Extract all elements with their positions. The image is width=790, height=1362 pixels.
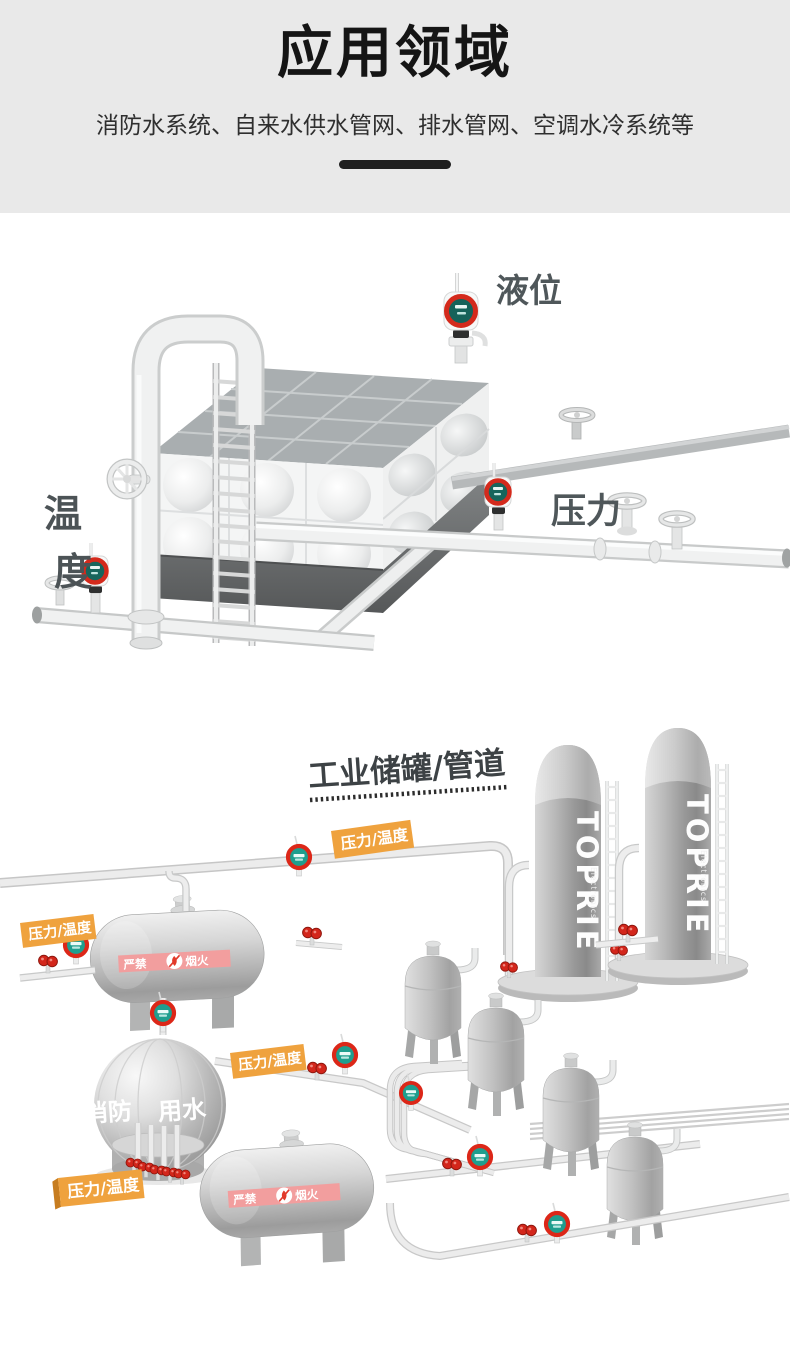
label-level: 液位 (496, 271, 562, 310)
fire-water-sphere: 消防 用水 (83, 1038, 226, 1185)
pipe-valve (658, 510, 696, 550)
scene2-title: 工业储罐/管道 (307, 745, 506, 795)
application-header: 应用领域 消防水系统、自来水供水管网、排水管网、空调水冷系统等 (0, 0, 790, 213)
pressure-sensor (484, 463, 512, 531)
rear-pipe (451, 407, 790, 490)
water-tank-scene: 液位 压力 温 度 (32, 271, 790, 651)
tag-pressure-temp-3: 压力/温度 (230, 1043, 307, 1079)
sensor-dial-icon (484, 478, 512, 506)
title-divider (339, 160, 451, 169)
temperature-sensor (81, 543, 109, 614)
sensor-dial-icon (81, 557, 109, 585)
main-outlet-pipe (255, 492, 790, 569)
low-pipe-2 (386, 1193, 790, 1261)
feed-pipe (0, 840, 513, 955)
tank-concrete-base (151, 475, 489, 613)
sensor-dial-icon (444, 294, 478, 328)
sphere-drain-pipes (134, 1123, 181, 1168)
tag-pressure-temp-4: 压力/温度 (52, 1169, 145, 1210)
sphere-text-group: 消防 用水 (83, 1095, 208, 1129)
label-temperature-char2: 度 (54, 550, 92, 594)
h1-right-stub-pipe (295, 940, 343, 950)
label-temperature-char1: 温 (44, 492, 82, 536)
label-pressure: 压力 (551, 492, 621, 532)
inlet-valve-handwheel (106, 458, 151, 500)
level-sensor (443, 273, 488, 364)
title-dotted-underline (309, 784, 509, 803)
sphere-text-right: 用水 (157, 1095, 208, 1126)
tag-pressure-temp-1: 压力/温度 (331, 819, 415, 859)
scene2-title-group: 工业储罐/管道 (307, 745, 509, 803)
page-title: 应用领域 (277, 21, 513, 86)
branch-pipe (312, 536, 436, 648)
industrial-tank-scene: TOPRIE Electronics (0, 683, 790, 1272)
page-subtitle: 消防水系统、自来水供水管网、排水管网、空调水冷系统等 (96, 113, 694, 139)
pipe-valve (607, 492, 647, 536)
sphere-text-left: 消防 (83, 1097, 133, 1128)
h1-nozzle-pipe (165, 870, 190, 911)
h1-left-stub-pipe (19, 966, 96, 982)
inlet-pipe (127, 314, 265, 650)
tag-pressure-temp-2: 压力/温度 (20, 913, 97, 948)
s-bend-pipes (386, 1059, 495, 1177)
